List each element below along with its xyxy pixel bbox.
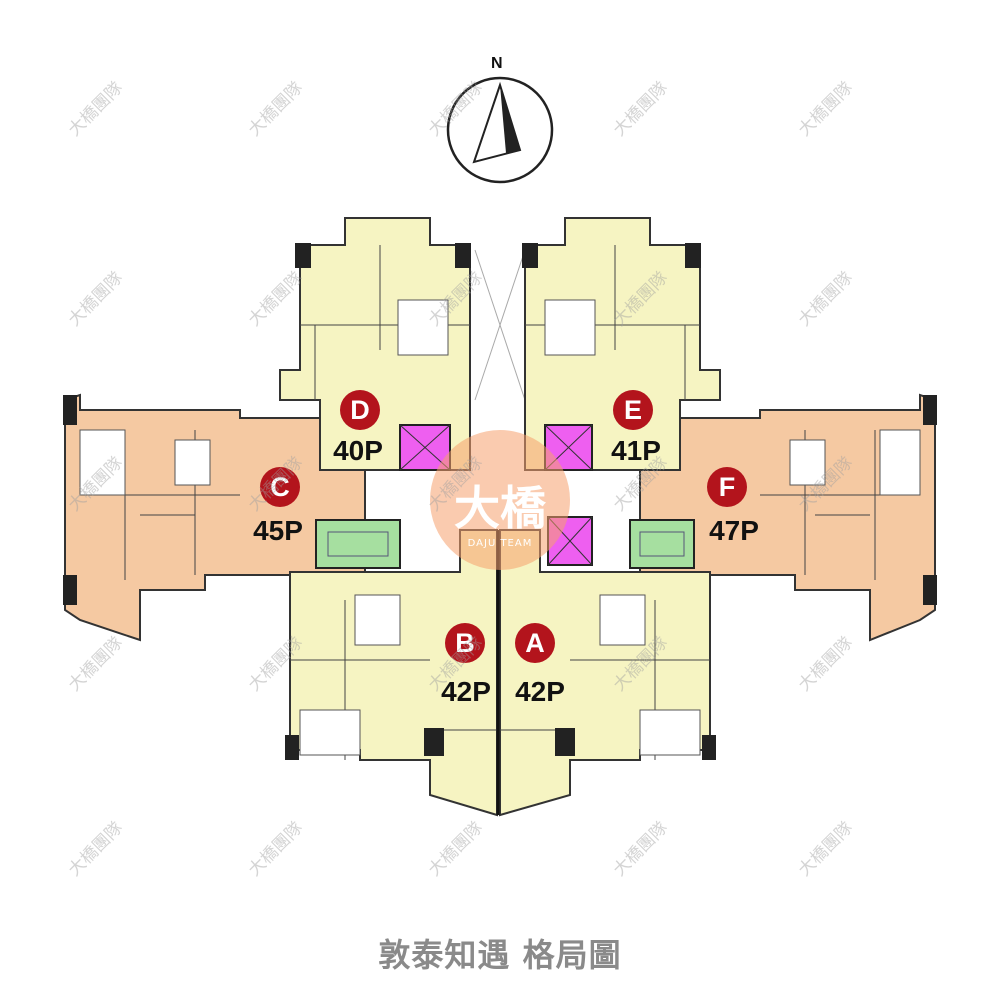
unit-f-area[interactable] (639, 393, 937, 642)
unit-b-size: 42P (441, 676, 491, 707)
logo-text: 大橋 (454, 481, 546, 535)
unit-a-area[interactable] (496, 529, 716, 817)
unit-e-area[interactable] (522, 217, 721, 471)
unit-d-badge[interactable]: D (340, 390, 380, 430)
unit-e-badge[interactable]: E (613, 390, 653, 430)
unit-b-badge[interactable]: B (445, 623, 485, 663)
stairs-icon (629, 519, 695, 569)
logo-subtext: DAJU TEAM (467, 538, 533, 549)
unit-a-badge[interactable]: A (515, 623, 555, 663)
unit-c-badge[interactable]: C (260, 467, 300, 507)
unit-f-size: 47P (709, 515, 759, 546)
stairs-icon (315, 519, 401, 569)
brand-logo: 大橋 DAJU TEAM (430, 430, 570, 570)
page-title: 敦泰知遇 格局圖 (378, 936, 622, 974)
unit-e-size: 41P (611, 435, 661, 466)
elevator-icon (544, 424, 593, 471)
unit-f-badge[interactable]: F (707, 467, 747, 507)
unit-a-size: 42P (515, 676, 565, 707)
elevator-icon (399, 424, 451, 471)
stairs (315, 519, 695, 569)
unit-c-size: 45P (253, 515, 303, 546)
compass-north-label: N (491, 55, 503, 72)
unit-d-size: 40P (333, 435, 383, 466)
unit-b-area[interactable] (285, 529, 498, 817)
elevators (399, 424, 593, 566)
compass-icon (446, 76, 554, 184)
